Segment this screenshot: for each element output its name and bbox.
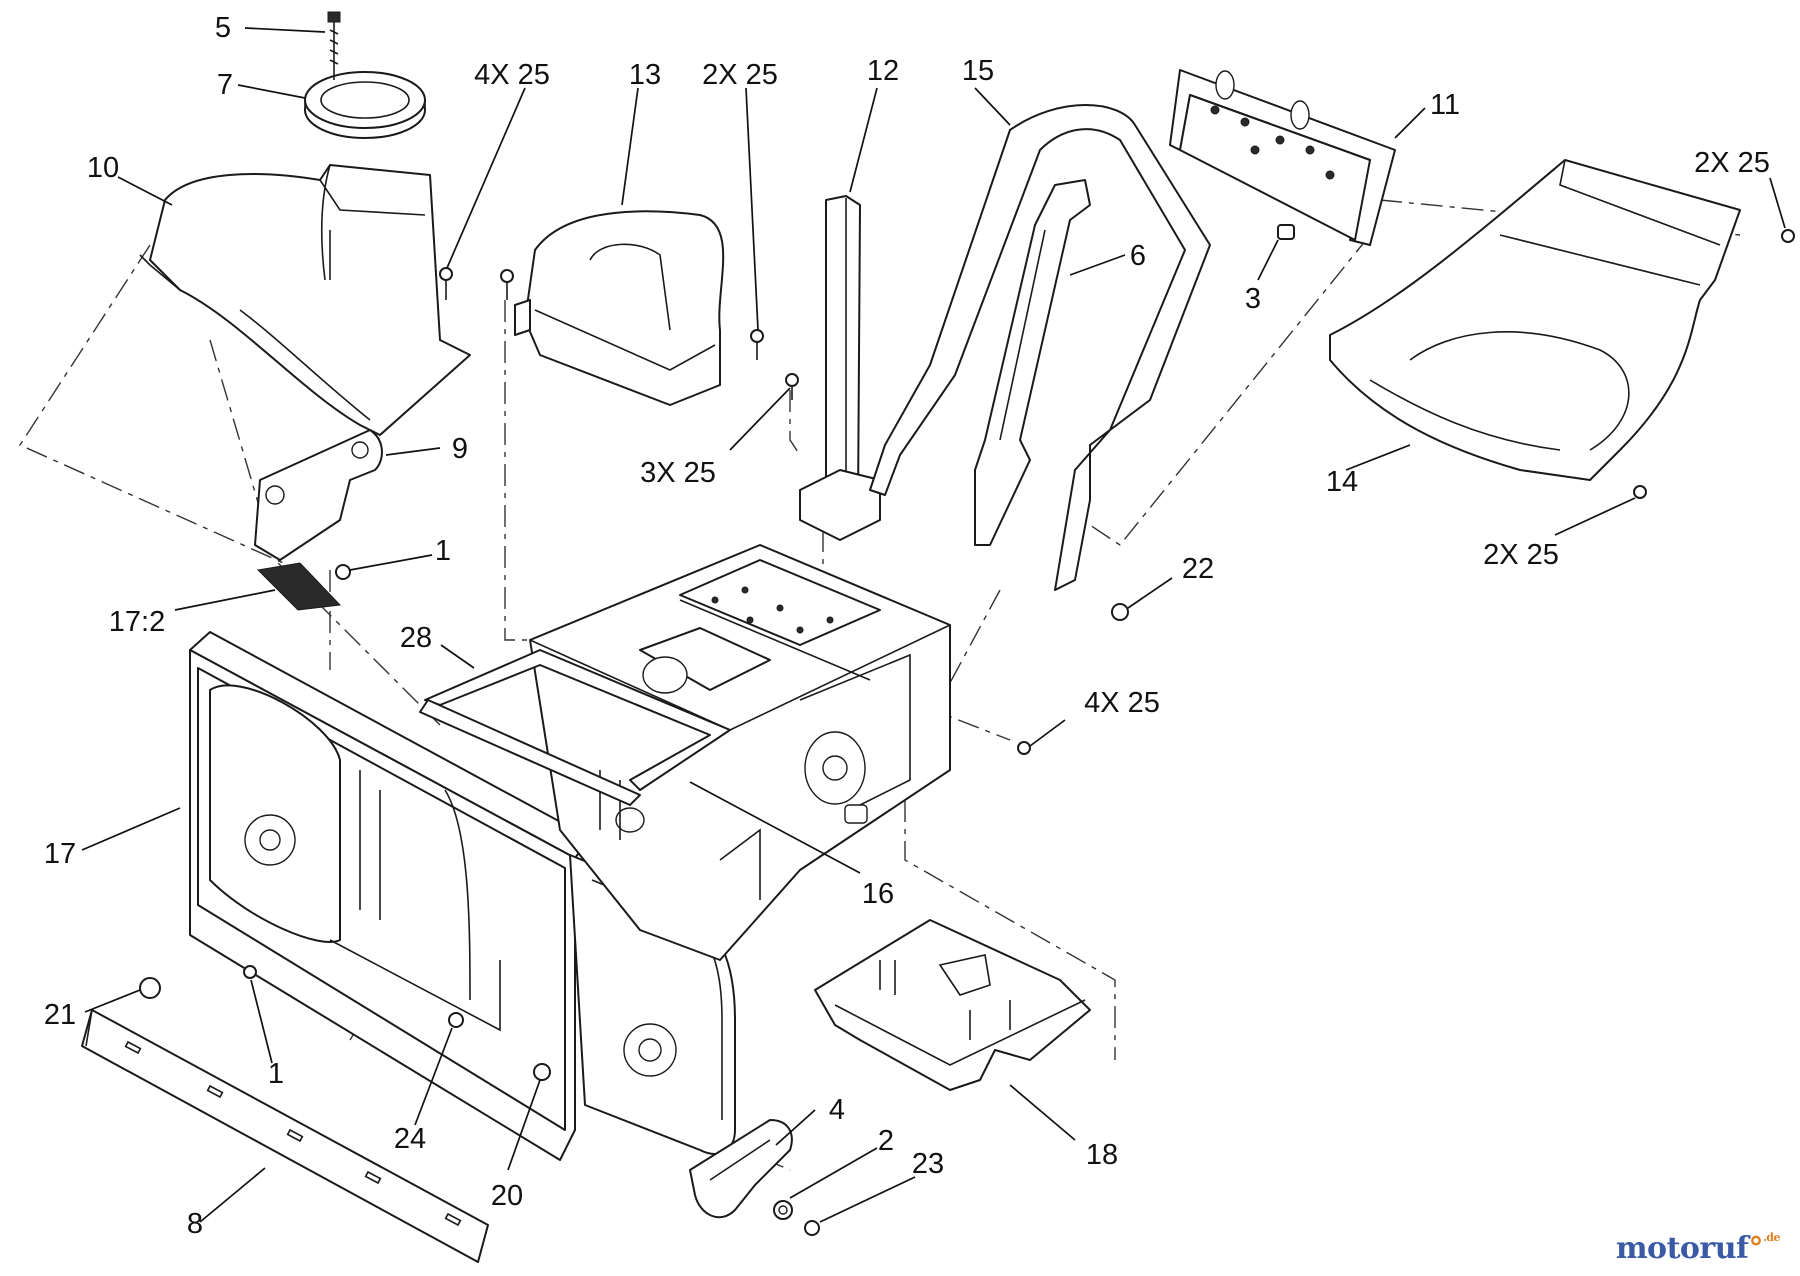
bolt-part — [327, 11, 341, 80]
watermark-accent: ° — [1748, 1231, 1763, 1266]
nut-part — [1277, 224, 1295, 240]
fasteners — [139, 229, 1795, 1236]
callout-labels: 5 7 4X 25 13 2X 25 12 15 11 2X 25 10 6 3… — [44, 12, 1770, 1240]
callout-24: 24 — [394, 1123, 426, 1155]
callout-1-upper: 1 — [435, 535, 451, 567]
callout-4: 4 — [829, 1094, 845, 1126]
callout-23: 23 — [912, 1148, 944, 1180]
callout-21: 21 — [44, 999, 76, 1031]
watermark-logo: motoruf°.de — [1615, 1231, 1781, 1266]
callout-17-2: 17:2 — [109, 606, 165, 638]
callout-2x25-right: 2X 25 — [1694, 147, 1770, 179]
callout-9: 9 — [452, 433, 468, 465]
callout-15: 15 — [962, 55, 994, 87]
main-frame-part — [529, 544, 951, 961]
callout-16: 16 — [862, 878, 894, 910]
callout-6: 6 — [1130, 240, 1146, 272]
callout-2x25-lower: 2X 25 — [1483, 539, 1559, 571]
callout-28: 28 — [400, 622, 432, 654]
callout-7: 7 — [217, 69, 233, 101]
callout-8: 8 — [187, 1208, 203, 1240]
callout-5: 5 — [215, 12, 231, 44]
callout-4x25-mid: 4X 25 — [1084, 687, 1160, 719]
callout-leaders — [81, 27, 1786, 1223]
handle-part — [869, 104, 1211, 591]
callout-3x25: 3X 25 — [640, 457, 716, 489]
callout-14: 14 — [1326, 466, 1358, 498]
callout-22: 22 — [1182, 553, 1214, 585]
callout-2: 2 — [878, 1125, 894, 1157]
lower-plate-part — [814, 919, 1091, 1091]
skid-shoe-part — [689, 1119, 793, 1219]
watermark-main: motoruf — [1615, 1231, 1749, 1266]
callout-12: 12 — [867, 55, 899, 87]
watermark-tld: .de — [1762, 1231, 1781, 1244]
callout-13: 13 — [629, 59, 661, 91]
callout-11: 11 — [1430, 89, 1460, 121]
wear-strip-part — [256, 562, 342, 611]
auger-housing-part — [189, 631, 736, 1161]
callout-4x25-top: 4X 25 — [474, 59, 550, 91]
callout-3: 3 — [1245, 283, 1261, 315]
shift-rod-part — [974, 179, 1091, 546]
pedestal-tube-part — [799, 195, 881, 541]
callout-18: 18 — [1086, 1139, 1118, 1171]
scraper-bar-part — [81, 1009, 489, 1263]
discharge-chute-part — [139, 164, 471, 436]
callout-2x25-top: 2X 25 — [702, 59, 778, 91]
deflector-part — [254, 429, 383, 561]
mount-plate-part — [1169, 69, 1396, 246]
callout-17: 17 — [44, 838, 76, 870]
callout-20: 20 — [491, 1180, 523, 1212]
callout-1-lower: 1 — [268, 1058, 284, 1090]
shroud-part — [1329, 159, 1741, 481]
belt-cover-part — [514, 210, 725, 406]
bracket-part — [419, 649, 731, 806]
chute-ring-part — [304, 71, 426, 139]
callout-10: 10 — [87, 152, 119, 184]
